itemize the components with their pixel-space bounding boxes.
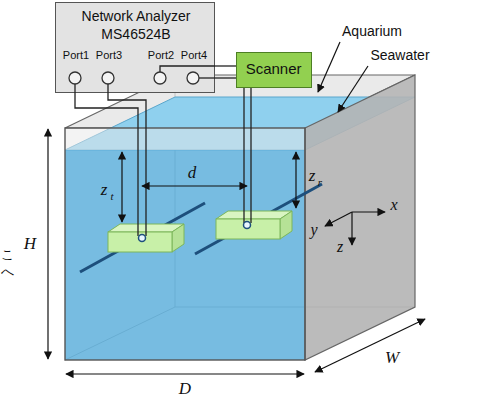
transmit-rod xyxy=(80,203,205,272)
text-fragment: へ xyxy=(1,265,14,279)
port-socket xyxy=(187,72,199,84)
axis-arrow xyxy=(352,211,385,212)
cable xyxy=(108,93,146,236)
receive-rod xyxy=(195,184,322,254)
model-number: MS46524B xyxy=(101,27,170,42)
feed-point xyxy=(244,222,251,229)
cable xyxy=(75,93,138,236)
tank-right-face xyxy=(305,75,415,360)
dimension-label: z xyxy=(101,181,108,200)
analyzer-box: Network AnalyzerMS46524B Port1 Port3 Port2 P… xyxy=(55,2,215,93)
cable-connector xyxy=(215,77,236,78)
port-socket xyxy=(102,72,114,84)
dimension-label: H xyxy=(24,235,36,254)
port-label: Port4 xyxy=(181,49,207,61)
feed-point xyxy=(139,235,146,242)
depth-dimension-arrow xyxy=(66,373,304,374)
dimension-label: z xyxy=(309,167,316,186)
water-front xyxy=(65,150,305,360)
device-title: Network Analyzer xyxy=(82,9,191,24)
axis-arrow xyxy=(325,212,352,226)
port-label: Port3 xyxy=(96,49,122,61)
subscript: r xyxy=(318,176,322,188)
width-arrow xyxy=(315,319,425,372)
dimension-label: d xyxy=(188,164,197,183)
front-glass xyxy=(65,128,305,150)
distance-arrow xyxy=(142,185,247,186)
height-arrow xyxy=(47,129,48,359)
port-socket xyxy=(154,72,166,84)
cable-connector xyxy=(215,65,236,66)
dimension-label: W xyxy=(385,349,399,368)
depth-arrow xyxy=(295,152,296,208)
port-socket xyxy=(69,72,81,84)
axis-arrow xyxy=(351,212,352,245)
dimension-label: D xyxy=(179,380,191,399)
subscript: t xyxy=(110,190,113,202)
leader-line xyxy=(318,42,340,92)
cable xyxy=(243,88,244,223)
part-label: Seawater xyxy=(370,48,429,63)
scanner-box: Scanner xyxy=(236,52,312,88)
tank-front-frame xyxy=(65,128,305,360)
part-label: Aquarium xyxy=(342,24,402,39)
port-label: Port1 xyxy=(63,49,89,61)
port-label: Port2 xyxy=(148,49,174,61)
text-fragment: こ xyxy=(1,248,14,262)
axis-label: y xyxy=(310,221,317,239)
axis-label: x xyxy=(390,196,397,214)
receive-antenna xyxy=(216,211,292,239)
device-title: Scanner xyxy=(246,61,302,78)
cable xyxy=(250,88,251,223)
depth-arrow xyxy=(121,152,122,222)
axis-label: z xyxy=(337,238,343,256)
leader-line xyxy=(338,66,368,112)
